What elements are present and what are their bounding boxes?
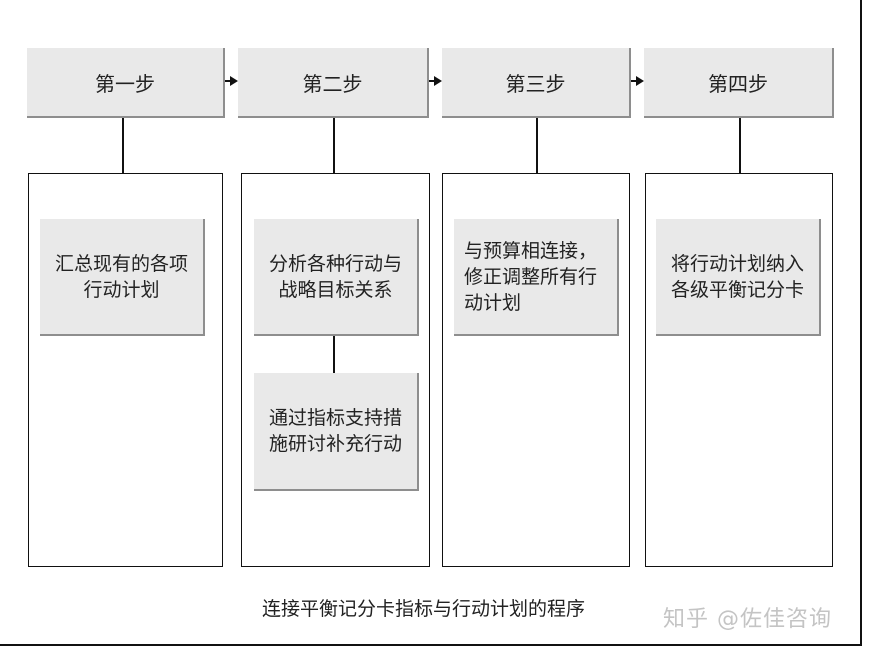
arrow-right-icon xyxy=(429,76,442,86)
page-frame-right-border xyxy=(860,0,862,646)
action-text: 汇总现有的各项 行动计划 xyxy=(54,252,188,301)
action-text: 分析各种行动与 战略目标关系 xyxy=(268,252,402,301)
step-2-label: 第二步 xyxy=(302,71,363,96)
step-1-label: 第一步 xyxy=(95,71,155,96)
action-text: 将行动计划纳入 各级平衡记分卡 xyxy=(670,252,804,301)
step-4-label: 第四步 xyxy=(708,71,768,96)
action-text: 与预算相连接， 修正调整所有行 动计划 xyxy=(464,239,598,314)
watermark: 知乎 @佐佳咨询 xyxy=(663,607,832,632)
diagram-caption: 连接平衡记分卡指标与行动计划的程序 xyxy=(262,598,586,620)
page-frame-bottom-border xyxy=(0,644,862,646)
step-1-header: 第一步 xyxy=(27,48,225,118)
step-3-label: 第三步 xyxy=(505,71,566,96)
connector-line xyxy=(333,118,335,173)
step-4-action-1: 将行动计划纳入 各级平衡记分卡 xyxy=(656,219,821,336)
step-1-action-1: 汇总现有的各项 行动计划 xyxy=(40,219,205,336)
step-4-header: 第四步 xyxy=(644,48,834,118)
step-3-header: 第三步 xyxy=(442,48,631,118)
connector-line xyxy=(122,118,124,173)
connector-line xyxy=(739,118,741,173)
arrow-right-icon xyxy=(631,76,644,86)
action-text: 通过指标支持措 施研讨补充行动 xyxy=(268,407,402,455)
connector-line xyxy=(333,336,335,374)
arrow-right-icon xyxy=(225,76,238,86)
step-2-header: 第二步 xyxy=(238,48,429,118)
step-2-action-2: 通过指标支持措 施研讨补充行动 xyxy=(254,373,419,491)
step-3-action-1: 与预算相连接， 修正调整所有行 动计划 xyxy=(454,219,619,336)
connector-line xyxy=(536,118,538,173)
step-2-action-1: 分析各种行动与 战略目标关系 xyxy=(254,219,419,336)
